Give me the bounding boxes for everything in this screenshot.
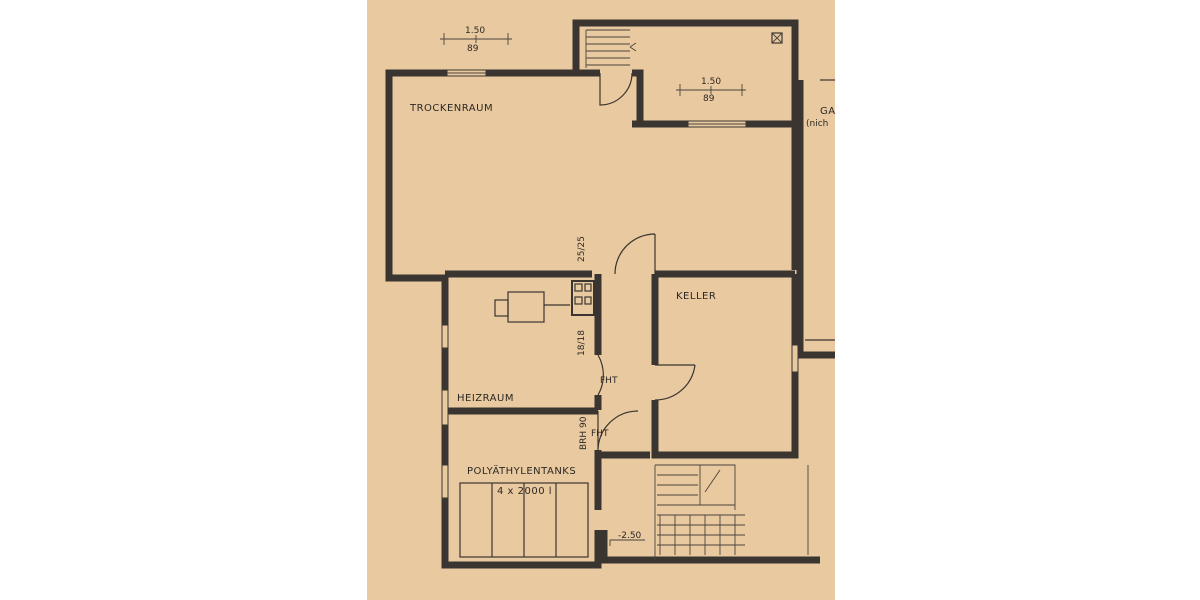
upper-stair [585, 29, 783, 68]
stair-arrow-lower [704, 469, 721, 493]
wall-garage-west [796, 80, 835, 359]
wall-keller-south [651, 372, 799, 459]
room-label-tanks-2: 4 x 2000 l [497, 486, 552, 497]
wall-lower-stair-south [600, 530, 820, 564]
windows [441, 69, 799, 499]
wall-stair-landing-west [632, 69, 644, 124]
room-label-garage-2: (nich [806, 119, 828, 129]
window-keller [791, 344, 799, 373]
door-trockenraum-stair [599, 72, 633, 106]
level-marker [609, 539, 645, 546]
door-tanks [597, 410, 639, 451]
heating-equipment [494, 280, 595, 323]
window-heizraum-1 [441, 324, 449, 349]
wall-tanks-west-lower [441, 498, 602, 569]
door-label-fht-1: FHT [600, 376, 618, 386]
walls [385, 19, 835, 569]
doors [597, 72, 696, 451]
wall-trockenraum-east [746, 120, 799, 270]
chimney-size-top: 25/25 [577, 236, 587, 262]
door-keller [654, 364, 696, 401]
brh-label: BRH 90 [579, 416, 589, 450]
wall-upper-stair [572, 19, 799, 124]
dim-top-width: 1.50 [465, 26, 485, 36]
room-label-trockenraum: TROCKENRAUM [409, 103, 493, 114]
vent-box [771, 32, 783, 44]
dim-top-height: 89 [467, 44, 479, 54]
room-label-tanks-1: POLYÄTHYLENTANKS [467, 464, 576, 477]
window-tanks [441, 464, 449, 499]
tanks [459, 482, 589, 558]
door-heizraum [597, 354, 604, 396]
dimensions [440, 33, 746, 546]
window-heizraum-2 [441, 389, 449, 426]
chimney [571, 280, 595, 316]
dim-stair-height: 89 [703, 94, 715, 104]
wall-trockenraum-west [385, 69, 449, 325]
boiler [507, 291, 545, 323]
room-label-heizraum: HEIZRAUM [457, 393, 514, 404]
chimney-size-side: 18/18 [577, 330, 587, 356]
door-label-fht-2: FHT [591, 429, 609, 439]
stair-arrow-upper [629, 42, 637, 52]
burner [494, 299, 509, 317]
dim-stair-width: 1.50 [701, 77, 721, 87]
level-label: -2.50 [618, 531, 642, 541]
room-label-garage-1: GA [820, 106, 836, 117]
door-trockenraum-corridor [614, 233, 656, 275]
lower-stair [654, 464, 809, 560]
labels: 1.50 89 1.50 89 TROCKENRAUM KELLER HEIZR… [409, 26, 836, 541]
room-label-keller: KELLER [676, 291, 716, 302]
